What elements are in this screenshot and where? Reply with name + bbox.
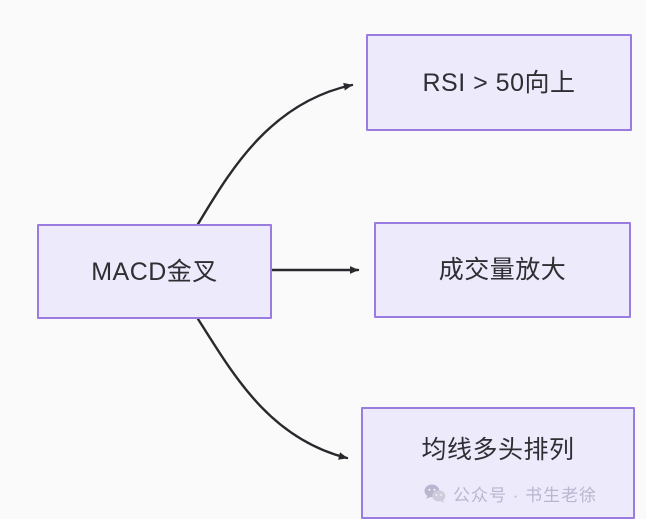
node-macd-golden-cross[interactable]: MACD金叉: [37, 224, 272, 319]
node-label: 均线多头排列: [421, 436, 575, 464]
node-label: RSI > 50向上: [422, 68, 576, 97]
edge-source-to-rsi: [196, 82, 354, 226]
edge-source-to-ma: [196, 317, 349, 460]
node-volume-expansion[interactable]: 成交量放大: [374, 222, 631, 318]
node-moving-average-bullish[interactable]: 均线多头排列: [361, 407, 635, 519]
node-label: MACD金叉: [91, 257, 218, 286]
node-rsi-above-50[interactable]: RSI > 50向上: [366, 34, 632, 131]
node-label: 成交量放大: [438, 256, 567, 284]
